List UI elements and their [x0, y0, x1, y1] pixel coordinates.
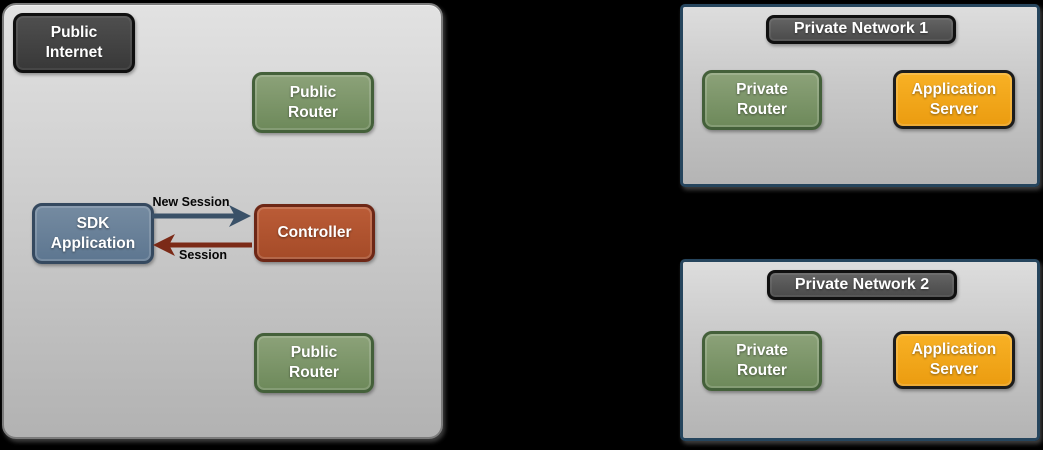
public-internet-node: Public Internet [13, 13, 135, 73]
sdk-application-node: SDK Application [32, 203, 154, 264]
public-router-top-node: Public Router [252, 72, 374, 133]
public-internet-zone: Public Internet Public Router SDK Applic… [2, 3, 443, 439]
private-router-1-node: Private Router [702, 70, 822, 130]
public-router-bottom-node: Public Router [254, 333, 374, 393]
private-network-2-title: Private Network 2 [767, 270, 957, 300]
controller-node: Controller [254, 204, 375, 262]
new-session-arrow-label: New Session [152, 195, 230, 209]
application-server-1-node: Application Server [893, 70, 1015, 129]
application-server-2-node: Application Server [893, 331, 1015, 389]
private-router-2-node: Private Router [702, 331, 822, 391]
private-network-1-title: Private Network 1 [766, 15, 956, 44]
private-network-2-zone: Private Network 2 Private Router Applica… [680, 259, 1040, 441]
session-arrow-label: Session [179, 248, 227, 262]
private-network-1-zone: Private Network 1 Private Router Applica… [680, 4, 1040, 187]
